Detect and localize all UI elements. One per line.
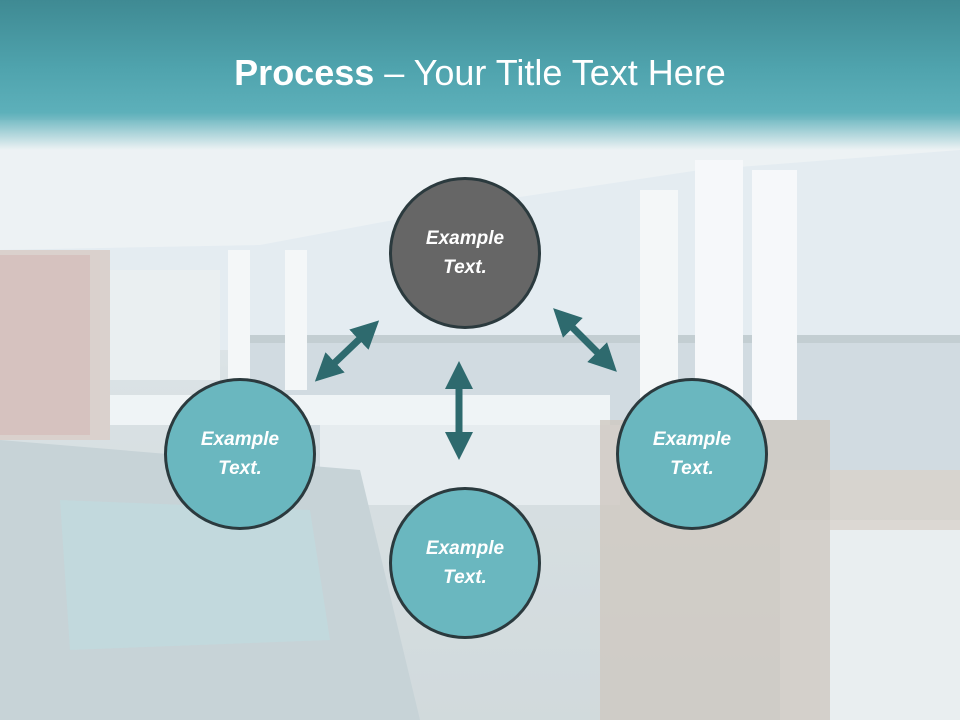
process-circle-left: Example Text. [164, 378, 316, 530]
title-bar [0, 0, 960, 150]
process-circle-center: Example Text. [389, 177, 541, 329]
circle-label-bottom-line1: Example [425, 538, 505, 559]
circle-label-center-line1: Example [425, 228, 505, 249]
slide-title: Process – Your Title Text Here [0, 52, 960, 94]
circle-label-bottom: Example Text. [410, 534, 520, 592]
process-circle-right: Example Text. [616, 378, 768, 530]
circle-label-center: Example Text. [410, 224, 520, 282]
circle-label-left-line2: Text. [218, 458, 262, 479]
circle-label-bottom-line2: Text. [443, 567, 487, 588]
arrow-center-right [553, 308, 617, 372]
circle-label-left-line1: Example [200, 429, 280, 450]
title-rest: – Your Title Text Here [374, 52, 726, 93]
arrow-center-left [314, 320, 380, 382]
circle-label-right-line2: Text. [670, 458, 714, 479]
circle-label-right: Example Text. [637, 425, 747, 483]
title-bold: Process [234, 52, 375, 93]
circle-label-left: Example Text. [185, 425, 295, 483]
process-circle-bottom: Example Text. [389, 487, 541, 639]
circle-label-right-line1: Example [652, 429, 732, 450]
circle-label-center-line2: Text. [443, 257, 487, 278]
